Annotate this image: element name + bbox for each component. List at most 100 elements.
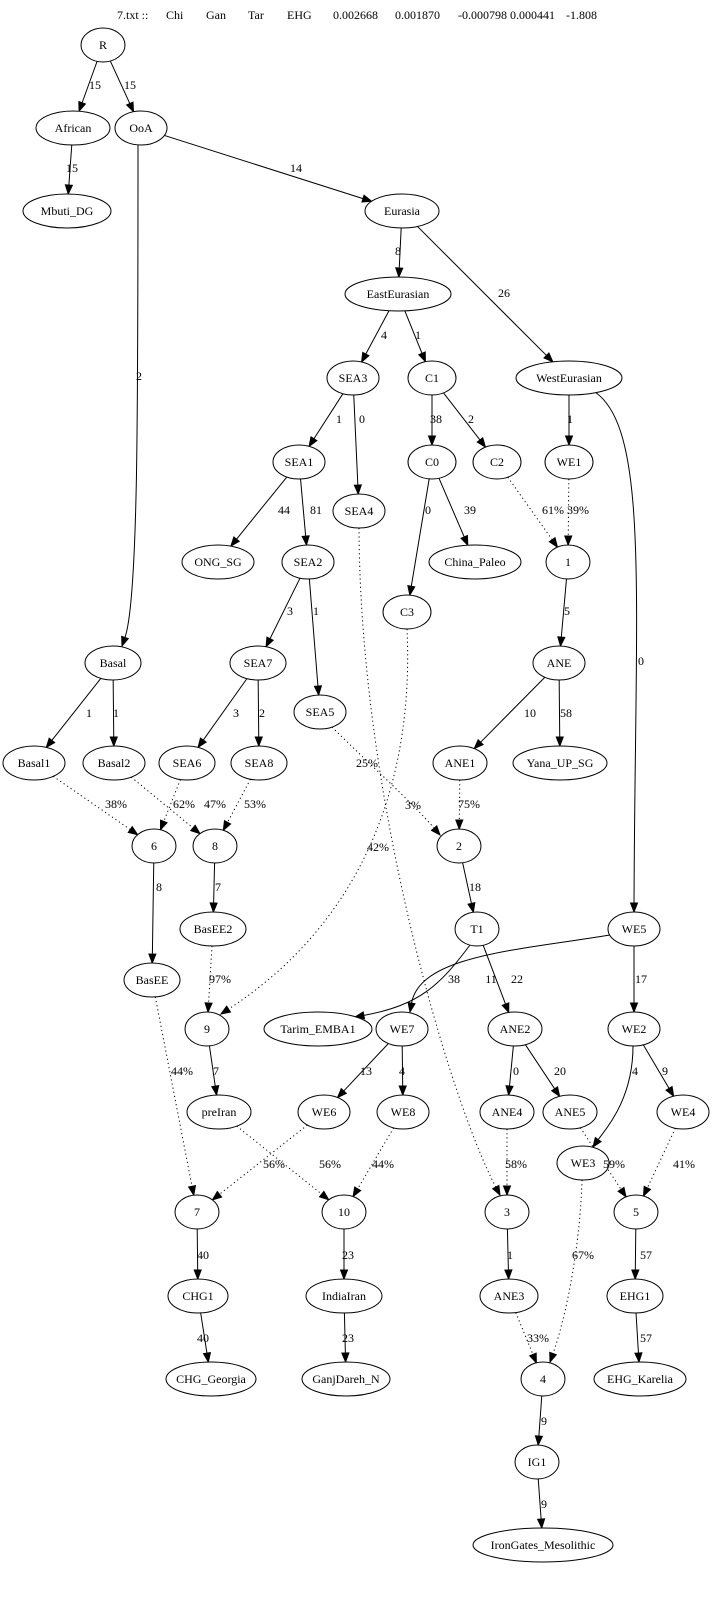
node-label: China_Paleo (444, 555, 505, 569)
node-A10[interactable]: 10 (321, 1194, 367, 1230)
node-WE1[interactable]: WE1 (544, 444, 594, 480)
arrowhead-OoA>Eurasia (361, 194, 373, 203)
node-IG1[interactable]: IG1 (514, 1444, 560, 1480)
node-ellipse (520, 1361, 566, 1397)
node-ANE1[interactable]: ANE1 (432, 745, 488, 781)
node-A3[interactable]: 3 (484, 1194, 530, 1230)
arrowhead-SEA7>SEA8 (254, 736, 263, 748)
node-SEA5[interactable]: SEA5 (293, 694, 347, 730)
edge-line (52, 775, 131, 830)
edge-line (228, 628, 409, 1010)
edge-WE2-to-WE4 (642, 1044, 675, 1098)
edge-label-Basal-to-Basal1: 1 (86, 706, 92, 720)
edge-OoA-to-Eurasia (164, 134, 373, 203)
edge-label-C1-to-C2: 2 (468, 412, 474, 426)
node-ANE3[interactable]: ANE3 (479, 1278, 539, 1314)
arrowhead-T1>ANE2 (501, 1002, 510, 1014)
node-A4[interactable]: 4 (520, 1361, 566, 1397)
edge-label-WE5-to-WE2: 17 (635, 972, 647, 986)
node-WestEurasian[interactable]: WestEurasian (515, 360, 623, 396)
node-C2[interactable]: C2 (472, 444, 522, 480)
node-A2[interactable]: 2 (436, 828, 482, 864)
edge-line (81, 61, 98, 103)
node-A1[interactable]: 1 (545, 544, 591, 580)
edge-label-SEA7-to-SEA8: 2 (259, 706, 265, 720)
edge-label-Eurasia-to-EastEurasian: 8 (395, 244, 401, 258)
node-A9[interactable]: 9 (184, 1011, 230, 1047)
node-China_Paleo[interactable]: China_Paleo (428, 544, 522, 580)
node-WE6[interactable]: WE6 (297, 1094, 351, 1130)
node-WE3[interactable]: WE3 (556, 1145, 610, 1181)
node-EastEurasian[interactable]: EastEurasian (344, 276, 452, 312)
node-ellipse (376, 1094, 430, 1130)
node-ellipse (131, 828, 177, 864)
node-WE7[interactable]: WE7 (375, 1011, 429, 1047)
node-R[interactable]: R (80, 27, 126, 63)
edge-label-SEA1-to-SEA2: 81 (310, 503, 322, 517)
edge-label-WE3-to-A4: 67% (572, 1248, 594, 1262)
node-SEA1[interactable]: SEA1 (272, 444, 326, 480)
edge-label-Eurasia-to-WestEurasian: 26 (498, 286, 510, 300)
node-WE2[interactable]: WE2 (607, 1011, 661, 1047)
edge-Eurasia-to-WestEurasian (417, 226, 554, 363)
node-OoA[interactable]: OoA (114, 110, 168, 146)
node-preIran[interactable]: preIran (186, 1094, 252, 1130)
node-C3[interactable]: C3 (382, 594, 432, 630)
node-SEA7[interactable]: SEA7 (229, 645, 287, 681)
arrowhead-ANE4>A3 (502, 1185, 512, 1197)
node-Tarim_EMBA1[interactable]: Tarim_EMBA1 (263, 1011, 373, 1047)
node-African[interactable]: African (35, 110, 111, 146)
node-Mbuti_DG[interactable]: Mbuti_DG (22, 193, 112, 229)
node-BasEE[interactable]: BasEE (123, 962, 181, 998)
node-Basal1[interactable]: Basal1 (2, 745, 66, 781)
node-A5[interactable]: 5 (613, 1194, 659, 1230)
node-A8[interactable]: 8 (192, 828, 238, 864)
node-WE8[interactable]: WE8 (376, 1094, 430, 1130)
node-CHG1[interactable]: CHG1 (167, 1278, 229, 1314)
node-Eurasia[interactable]: Eurasia (364, 193, 440, 229)
node-ellipse (375, 1011, 429, 1047)
edge-WE2-to-WE3 (592, 1045, 634, 1149)
node-CHG_Georgia[interactable]: CHG_Georgia (165, 1361, 257, 1397)
node-ANE2[interactable]: ANE2 (487, 1011, 543, 1047)
edge-line (404, 310, 423, 354)
node-SEA8[interactable]: SEA8 (230, 745, 288, 781)
node-SEA4[interactable]: SEA4 (332, 493, 386, 529)
node-A6[interactable]: 6 (131, 828, 177, 864)
edge-line (635, 1312, 639, 1354)
edge-line (208, 945, 213, 1004)
edge-line (353, 394, 359, 486)
node-Yana_UP_SG[interactable]: Yana_UP_SG (512, 745, 608, 781)
node-SEA2[interactable]: SEA2 (281, 544, 335, 580)
node-A7[interactable]: 7 (174, 1194, 220, 1230)
node-label: ANE5 (555, 1105, 586, 1119)
node-BasEE2[interactable]: BasEE2 (179, 911, 247, 947)
node-WE4[interactable]: WE4 (656, 1094, 710, 1130)
edge-label-preIran-to-A10: 56% (319, 1157, 341, 1171)
edge-line (200, 1312, 208, 1354)
node-SEA6[interactable]: SEA6 (158, 745, 216, 781)
node-label: Eurasia (384, 204, 421, 218)
node-ANE[interactable]: ANE (532, 645, 586, 681)
node-WE5[interactable]: WE5 (607, 911, 661, 947)
node-ANE4[interactable]: ANE4 (479, 1094, 535, 1130)
node-ellipse (607, 911, 661, 947)
node-Basal2[interactable]: Basal2 (82, 745, 146, 781)
node-Basal[interactable]: Basal (84, 645, 142, 681)
edge-label-ANE-to-ANE1: 10 (524, 706, 536, 720)
node-GanjDareh_N[interactable]: GanjDareh_N (301, 1361, 391, 1397)
arrowhead-A1>ANE (557, 636, 566, 648)
edge-line (308, 578, 319, 687)
edge-SEA3-to-SEA4 (353, 394, 363, 496)
edge-SEA1-to-SEA2 (300, 478, 310, 547)
node-EHG1[interactable]: EHG1 (606, 1278, 664, 1314)
node-ONG_SG[interactable]: ONG_SG (181, 544, 255, 580)
node-SEA3[interactable]: SEA3 (326, 360, 380, 396)
node-T1[interactable]: T1 (454, 911, 500, 947)
node-IndiaIran[interactable]: IndiaIran (305, 1278, 383, 1314)
node-EHG_Karelia[interactable]: EHG_Karelia (593, 1361, 687, 1397)
node-IronGates_Mesolithic[interactable]: IronGates_Mesolithic (472, 1527, 614, 1563)
node-C1[interactable]: C1 (407, 360, 457, 396)
node-ANE5[interactable]: ANE5 (542, 1094, 598, 1130)
node-C0[interactable]: C0 (407, 444, 457, 480)
